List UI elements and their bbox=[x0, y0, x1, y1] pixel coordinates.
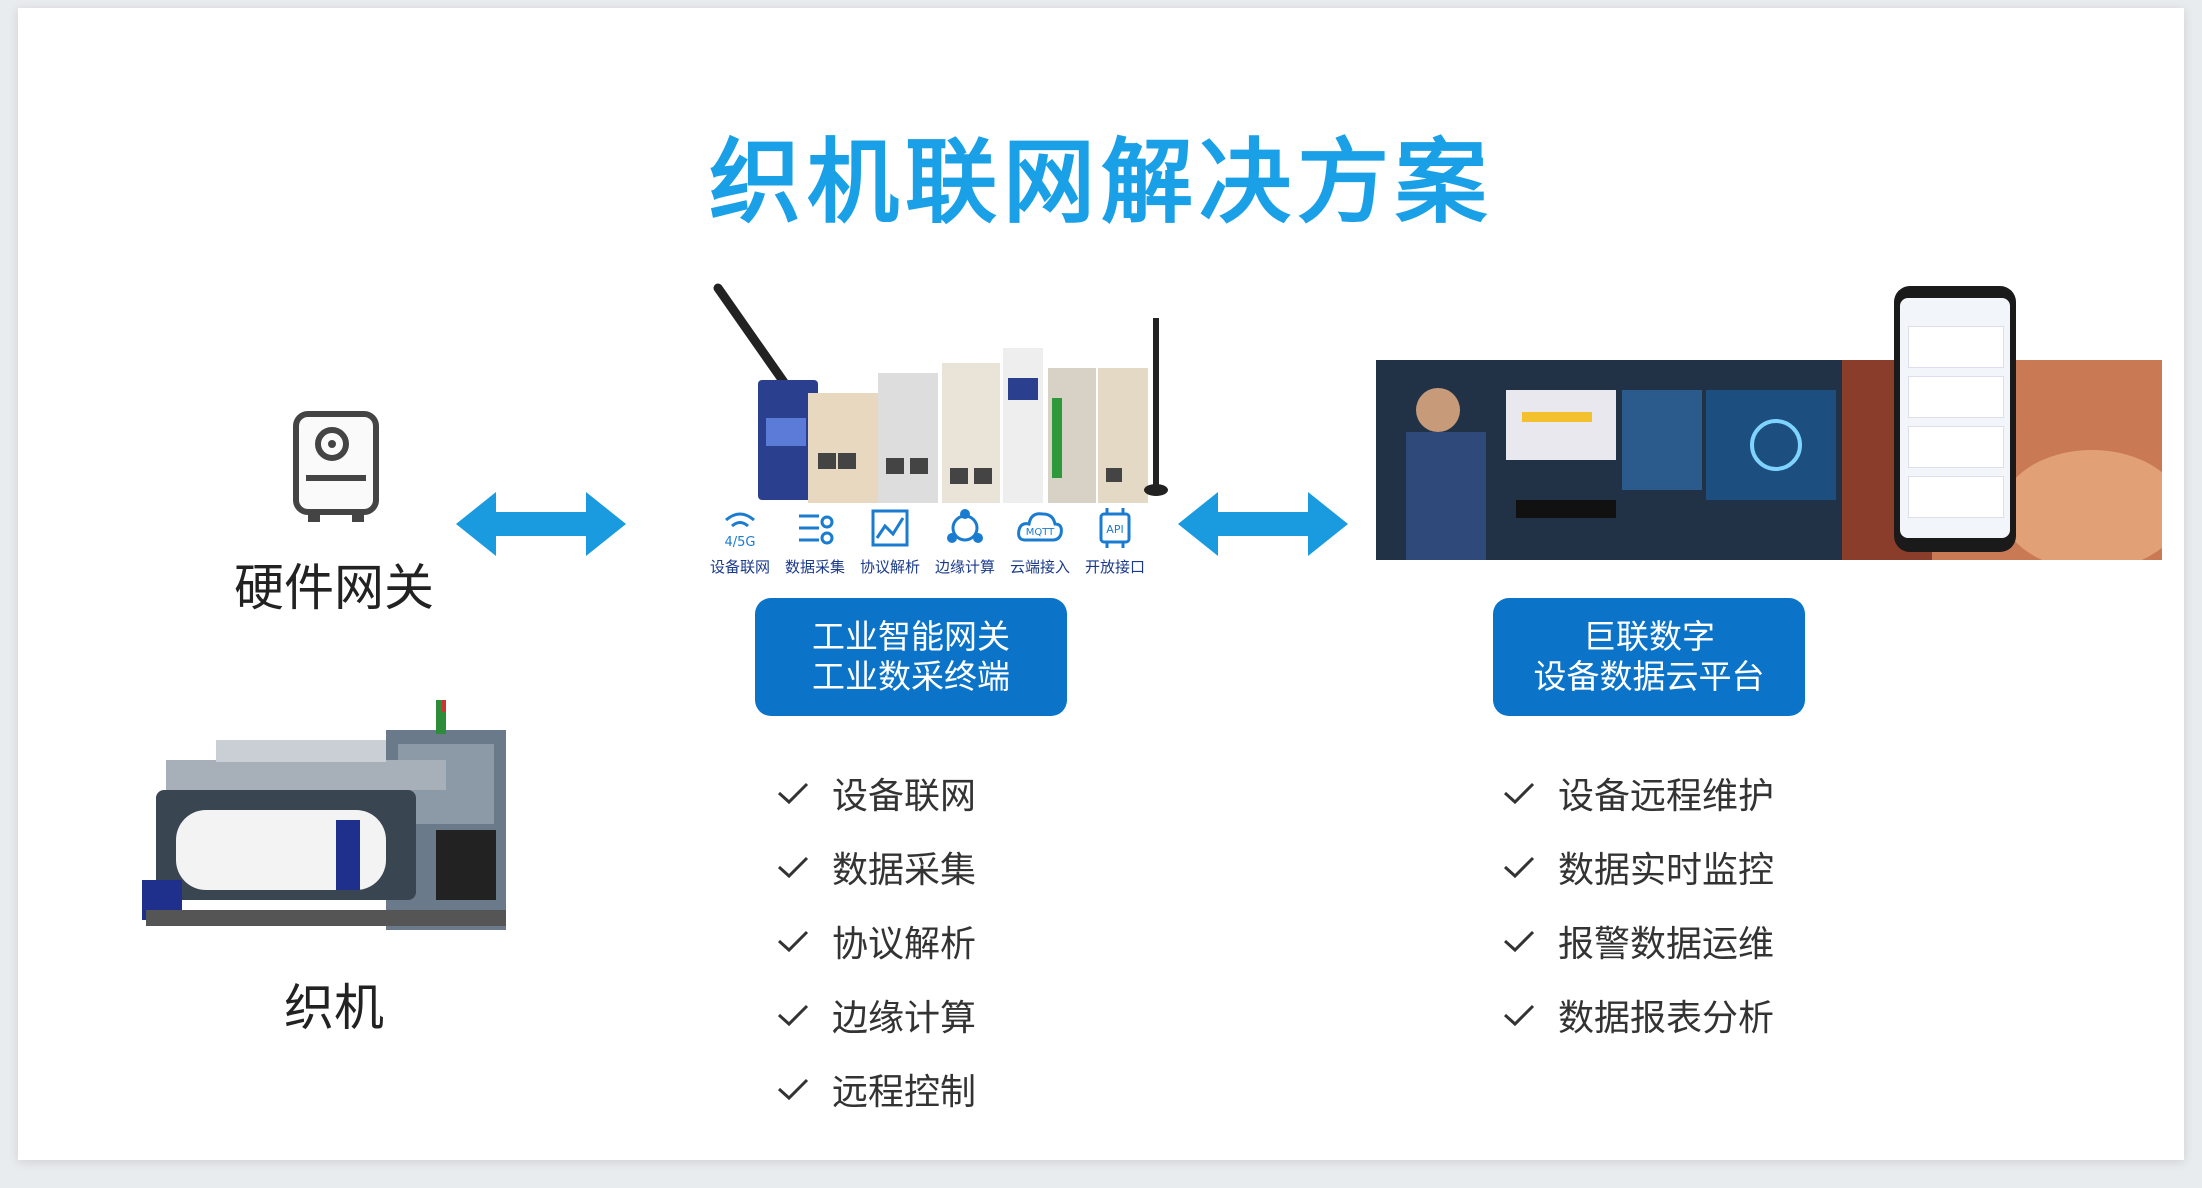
feature-label: 边缘计算 bbox=[934, 558, 995, 576]
feature-cloud-access: MQTT 云端接入 bbox=[1001, 506, 1079, 577]
check-icon bbox=[777, 856, 809, 879]
check-icon bbox=[777, 782, 809, 805]
svg-text:4/5G: 4/5G bbox=[725, 535, 756, 550]
feature-label: 协议解析 bbox=[859, 558, 920, 576]
cloud-mqtt-icon: MQTT bbox=[1017, 512, 1063, 542]
feature-label: 云端接入 bbox=[1009, 558, 1070, 576]
feature-label: 设备联网 bbox=[709, 558, 770, 576]
list-item: 设备远程维护 bbox=[1502, 756, 1774, 830]
check-icon bbox=[777, 1004, 809, 1027]
gateway-feature-list: 设备联网 数据采集 协议解析 边缘计算 远程控制 bbox=[776, 756, 976, 1126]
list-item: 数据报表分析 bbox=[1502, 978, 1774, 1052]
feature-edge-computing: 边缘计算 bbox=[926, 506, 1004, 577]
platform-pill: 巨联数字 设备数据云平台 bbox=[1493, 598, 1805, 716]
double-arrow-right bbox=[1178, 492, 1348, 556]
loom-machine-image bbox=[136, 700, 536, 948]
feature-protocol-parsing: 协议解析 bbox=[851, 506, 929, 577]
gateway-device-icon bbox=[286, 408, 386, 526]
platform-feature-list: 设备远程维护 数据实时监控 报警数据运维 数据报表分析 bbox=[1502, 756, 1774, 1052]
list-item: 协议解析 bbox=[776, 904, 976, 978]
check-icon bbox=[1503, 1004, 1535, 1027]
svg-text:API: API bbox=[1106, 523, 1123, 536]
pill-line: 巨联数字 bbox=[1583, 617, 1715, 656]
double-arrow-left bbox=[456, 492, 626, 556]
chart-line-icon bbox=[871, 509, 909, 547]
check-icon bbox=[777, 1078, 809, 1101]
feature-label: 数据采集 bbox=[784, 558, 845, 576]
page-title: 织机联网解决方案 bbox=[708, 129, 1493, 236]
data-collect-icon bbox=[799, 514, 834, 545]
gateway-label: 硬件网关 bbox=[234, 559, 434, 617]
phone-mockup bbox=[1894, 286, 2016, 552]
pill-line: 工业智能网关 bbox=[812, 617, 1010, 656]
gateway-pill: 工业智能网关 工业数采终端 bbox=[755, 598, 1067, 716]
list-item: 报警数据运维 bbox=[1502, 904, 1774, 978]
slide-card: 织机联网解决方案 硬件网关 织机 bbox=[18, 8, 2184, 1160]
feature-label: 开放接口 bbox=[1084, 558, 1145, 576]
feature-device-network: 4/5G 设备联网 bbox=[701, 506, 779, 577]
platform-photo bbox=[1376, 360, 1842, 560]
check-icon bbox=[1503, 930, 1535, 953]
feature-data-collection: 数据采集 bbox=[776, 506, 854, 577]
api-chip-icon: API bbox=[1099, 508, 1131, 548]
svg-text:MQTT: MQTT bbox=[1026, 527, 1055, 538]
gateway-products-image bbox=[698, 278, 1178, 508]
wifi-4g5g-icon: 4/5G bbox=[725, 512, 756, 550]
pill-line: 设备数据云平台 bbox=[1533, 657, 1765, 696]
list-item: 数据采集 bbox=[776, 830, 976, 904]
list-item: 远程控制 bbox=[776, 1052, 976, 1126]
list-item: 边缘计算 bbox=[776, 978, 976, 1052]
edge-nodes-icon bbox=[947, 509, 983, 543]
check-icon bbox=[777, 930, 809, 953]
feature-open-api: API 开放接口 bbox=[1076, 506, 1154, 577]
loom-label: 织机 bbox=[284, 979, 384, 1037]
check-icon bbox=[1503, 856, 1535, 879]
check-icon bbox=[1503, 782, 1535, 805]
list-item: 设备联网 bbox=[776, 756, 976, 830]
list-item: 数据实时监控 bbox=[1502, 830, 1774, 904]
pill-line: 工业数采终端 bbox=[812, 657, 1010, 696]
